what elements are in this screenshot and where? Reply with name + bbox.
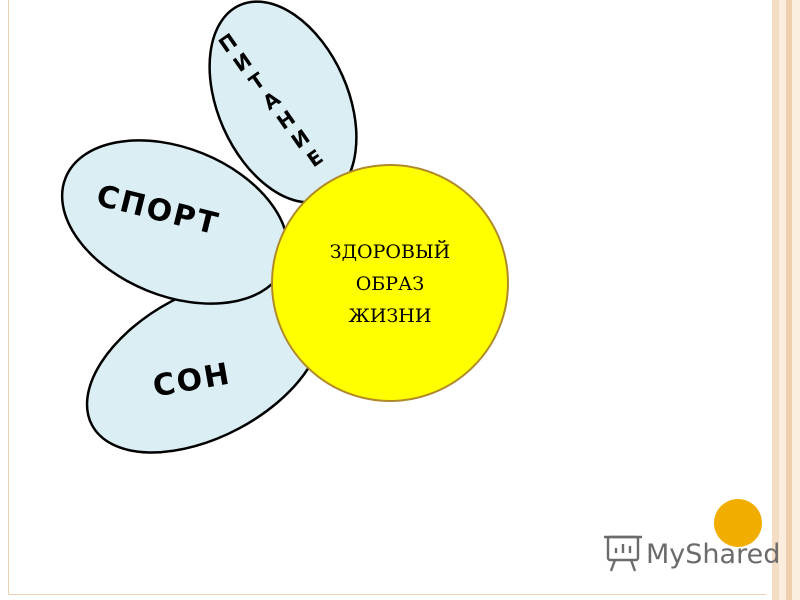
presentation-board-icon [604,535,642,572]
center-text-line-1: ЗДОРОВЫЙ [330,240,450,263]
watermark-text: MyShared [646,539,780,570]
center-node: ЗДОРОВЫЙ ОБРАЗ ЖИЗНИ [271,164,509,402]
petal-sleep: СОН [85,276,325,454]
center-text-line-3: ЖИЗНИ [349,305,432,327]
center-text-line-2: ОБРАЗ [356,273,425,295]
center-circle [271,164,509,402]
petal-sport: СПОРТ [60,139,290,305]
decorative-stripes [766,0,800,600]
watermark-logo: MyShared [604,535,780,572]
orange-accent-dot [714,499,762,547]
